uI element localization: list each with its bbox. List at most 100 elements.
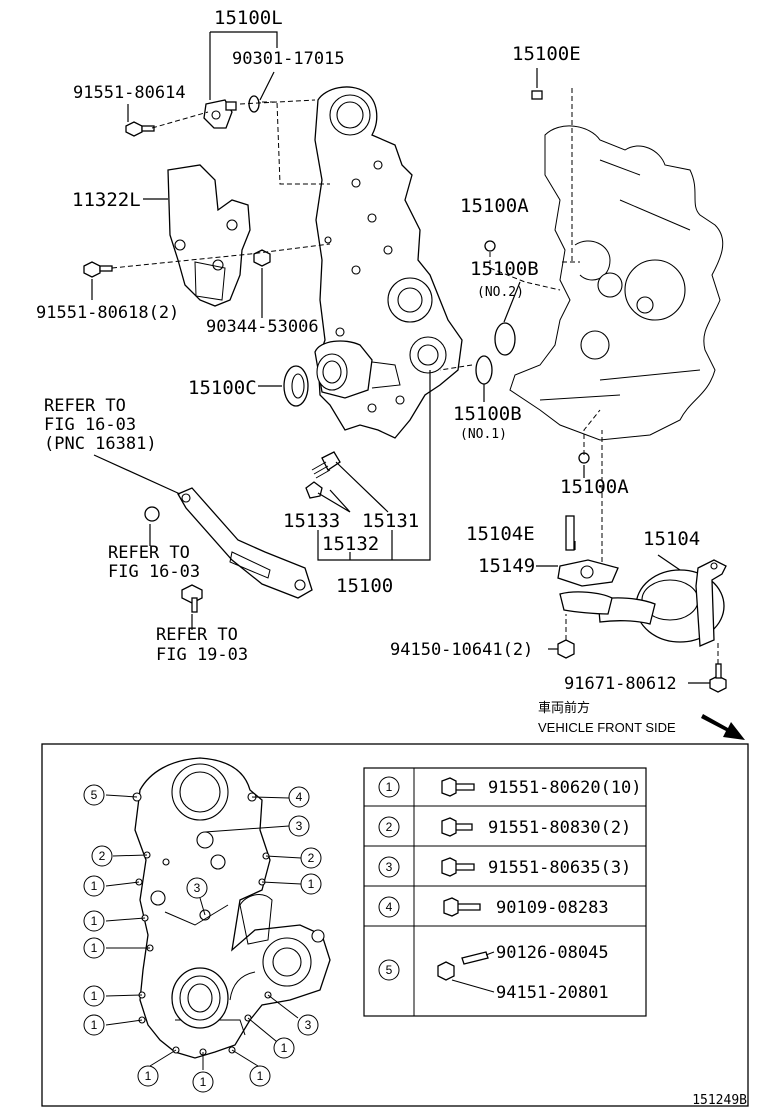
label-15100B-no1: 15100B	[453, 403, 522, 425]
stud-bolt-icon	[443, 897, 481, 917]
svg-text:1: 1	[91, 941, 98, 955]
label-front-en: VEHICLE FRONT SIDE	[538, 720, 676, 735]
svg-text:3: 3	[305, 1018, 312, 1032]
svg-text:2: 2	[99, 849, 106, 863]
leader-lines	[91, 31, 719, 684]
svg-text:4: 4	[296, 790, 303, 804]
bolt-row-1: 1 91551-80620(10)	[378, 776, 642, 798]
label-94150-10641: 94150-10641(2)	[390, 640, 533, 660]
svg-text:1: 1	[281, 1041, 288, 1055]
callout: 2	[300, 847, 322, 869]
label-15149: 15149	[478, 555, 535, 577]
detail-box	[41, 743, 749, 1107]
svg-text:1: 1	[91, 989, 98, 1003]
label-91551-80618: 91551-80618(2)	[36, 303, 179, 323]
label-15100: 15100	[336, 575, 393, 597]
detail-leaders	[105, 794, 302, 1070]
svg-text:2: 2	[308, 851, 315, 865]
bolt-row-2: 2 91551-80830(2)	[378, 816, 631, 838]
gasket-15149	[557, 515, 619, 587]
svg-text:1: 1	[386, 780, 393, 794]
label-91671-80612: 91671-80612	[564, 674, 677, 694]
cover-11322L	[167, 164, 251, 307]
label-15100A-top: 15100A	[460, 195, 529, 217]
callout: 5	[83, 784, 105, 806]
nut-icon	[437, 961, 455, 981]
callout: 2	[91, 845, 113, 867]
oil-strainer-15104	[559, 559, 727, 647]
label-15100A-bottom: 15100A	[560, 476, 629, 498]
callout: 1	[83, 937, 105, 959]
bolt-part-number: 90126-08045	[496, 943, 609, 963]
label-15100L: 15100L	[214, 7, 283, 29]
upper-bolts	[83, 90, 590, 464]
bolt-part-number: 94151-20801	[496, 983, 609, 1003]
label-15131: 15131	[362, 510, 419, 532]
refer1-line2: FIG 16-03	[44, 415, 136, 435]
label-no2: (NO.2)	[477, 285, 524, 300]
bolt-row-4: 4 90109-08283	[378, 896, 609, 918]
refer3-line2: FIG 19-03	[156, 645, 248, 665]
svg-text:3: 3	[386, 860, 393, 874]
svg-text:1: 1	[91, 914, 98, 928]
flange-bolt-icon	[441, 857, 475, 877]
callout: 1	[83, 875, 105, 897]
refer2-line2: FIG 16-03	[108, 562, 200, 582]
callout: 1	[300, 873, 322, 895]
svg-text:4: 4	[386, 900, 393, 914]
sensor-15100L	[203, 95, 260, 129]
detail-callouts: 5 4 3 2 2 1 1 1 1 1 1 3 1 1 1 1 3	[83, 784, 322, 1093]
label-15100E: 15100E	[512, 43, 581, 65]
label-no1: (NO.1)	[460, 427, 507, 442]
bracket	[144, 487, 313, 613]
flange-bolt-icon	[441, 777, 475, 797]
svg-text:1: 1	[91, 879, 98, 893]
svg-text:1: 1	[200, 1075, 207, 1089]
oil-seal-15100C	[283, 365, 309, 407]
svg-text:3: 3	[296, 819, 303, 833]
callout: 1	[137, 1065, 159, 1087]
label-15100C: 15100C	[188, 377, 257, 399]
o-rings-15100B	[475, 322, 516, 385]
bolt-row-5: 5 90126-08045 94151-20801	[378, 943, 609, 1003]
bolt-part-number: 91551-80620(10)	[488, 778, 642, 798]
svg-text:3: 3	[194, 881, 201, 895]
figure-id: 151249B	[692, 1093, 747, 1108]
detail-cover	[132, 757, 331, 1059]
label-15133: 15133	[283, 510, 340, 532]
label-90344-53006: 90344-53006	[206, 317, 319, 337]
refer3-line1: REFER TO	[156, 625, 238, 645]
refer1-line1: REFER TO	[44, 396, 126, 416]
callout: 1	[83, 1014, 105, 1036]
callout: 1	[273, 1037, 295, 1059]
label-15104E: 15104E	[466, 523, 535, 545]
refer2-line1: REFER TO	[108, 543, 190, 563]
timing-cover	[314, 86, 463, 439]
callout: 1	[83, 910, 105, 932]
label-15100B-no2: 15100B	[470, 258, 539, 280]
svg-text:5: 5	[386, 963, 393, 977]
bolt-row-3: 3 91551-80635(3)	[378, 856, 631, 878]
engine-block	[509, 125, 724, 441]
label-91551-80614: 91551-80614	[73, 83, 186, 103]
refer1-line3: (PNC 16381)	[44, 434, 157, 454]
label-front-jp: 車両前方	[538, 700, 590, 715]
callout: 3	[288, 815, 310, 837]
stud-icon	[461, 951, 489, 965]
svg-text:1: 1	[257, 1069, 264, 1083]
callout: 3	[186, 877, 208, 899]
svg-text:5: 5	[91, 788, 98, 802]
label-90301-17015: 90301-17015	[232, 49, 345, 69]
label-11322L: 11322L	[72, 189, 141, 211]
svg-text:2: 2	[386, 820, 393, 834]
bolt-part-number: 90109-08283	[496, 898, 609, 918]
label-15132: 15132	[322, 533, 379, 555]
callout: 1	[192, 1071, 214, 1093]
front-arrow-icon	[701, 714, 745, 740]
bolt-part-number: 91551-80635(3)	[488, 858, 631, 878]
callout: 4	[288, 786, 310, 808]
callout: 1	[83, 985, 105, 1007]
callout: 1	[249, 1065, 271, 1087]
svg-text:1: 1	[91, 1018, 98, 1032]
